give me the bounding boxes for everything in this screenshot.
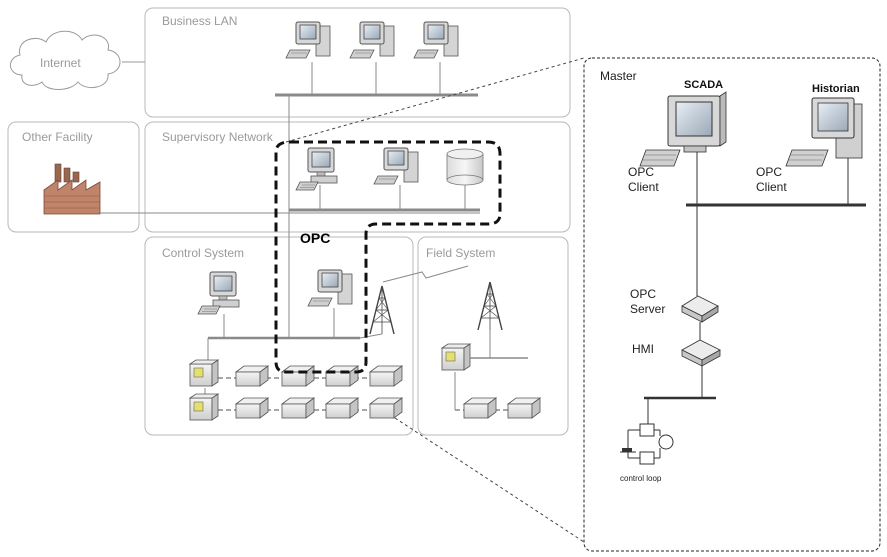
zone-label-supervisory-network: Supervisory Network <box>162 130 274 144</box>
field-plc-1-icon <box>463 397 497 419</box>
internet-cloud: Internet <box>10 30 121 90</box>
opc-client-2-line1: OPC <box>756 165 782 179</box>
control-system-network <box>189 269 403 421</box>
plc-2-3-icon <box>325 397 359 419</box>
master-label: Master <box>600 69 637 83</box>
opc-boundary <box>274 140 502 374</box>
plc-1-2-icon <box>281 365 315 387</box>
radio-link <box>382 265 469 283</box>
control-loop-label: control loop <box>620 474 662 483</box>
zone-label-control-system: Control System <box>162 246 244 260</box>
plc-2-1-icon <box>235 397 269 419</box>
plc-1-1-icon <box>235 365 269 387</box>
controller-1-icon <box>189 359 219 387</box>
opc-client-1-line1: OPC <box>628 165 654 179</box>
plc-1-4-icon <box>369 365 403 387</box>
scada-label: SCADA <box>684 79 723 91</box>
opc-server-icon <box>681 295 719 323</box>
opc-label: OPC <box>300 230 330 246</box>
historian-computer-icon <box>785 97 863 167</box>
zone-supervisory-network: Supervisory Network <box>144 121 571 233</box>
master-detail-panel: Master SCADA OPC Client Historian OPC Cl… <box>583 57 881 552</box>
plc-2-2-icon <box>281 397 315 419</box>
internet-label: Internet <box>40 56 81 70</box>
database-server-icon <box>446 148 484 186</box>
zoom-line-bottom <box>394 417 585 543</box>
opc-server-line1: OPC <box>630 287 656 301</box>
zone-label-business-lan: Business LAN <box>162 14 237 28</box>
hmi-icon <box>681 339 721 367</box>
controller-2-icon <box>189 393 219 421</box>
zone-label-other-facility: Other Facility <box>22 130 93 144</box>
hmi-label: HMI <box>632 342 654 356</box>
opc-server-line2: Server <box>630 302 665 316</box>
field-system-network <box>441 281 541 419</box>
historian-label: Historian <box>812 83 860 95</box>
opc-client-2-line2: Client <box>756 180 787 194</box>
zone-label-field-system: Field System <box>426 246 495 260</box>
business-lan-network <box>275 21 478 97</box>
scada-computer-icon <box>639 91 727 167</box>
opc-client-1-line2: Client <box>628 180 659 194</box>
zoom-line-top <box>285 57 585 143</box>
factory-icon <box>43 163 101 215</box>
supervisory-network <box>289 147 484 212</box>
zone-business-lan: Business LAN <box>144 7 571 118</box>
field-rtu-icon <box>441 343 471 371</box>
plc-2-4-icon <box>369 397 403 419</box>
field-plc-2-icon <box>507 397 541 419</box>
control-loop-icon <box>620 398 674 465</box>
plc-1-3-icon <box>325 365 359 387</box>
